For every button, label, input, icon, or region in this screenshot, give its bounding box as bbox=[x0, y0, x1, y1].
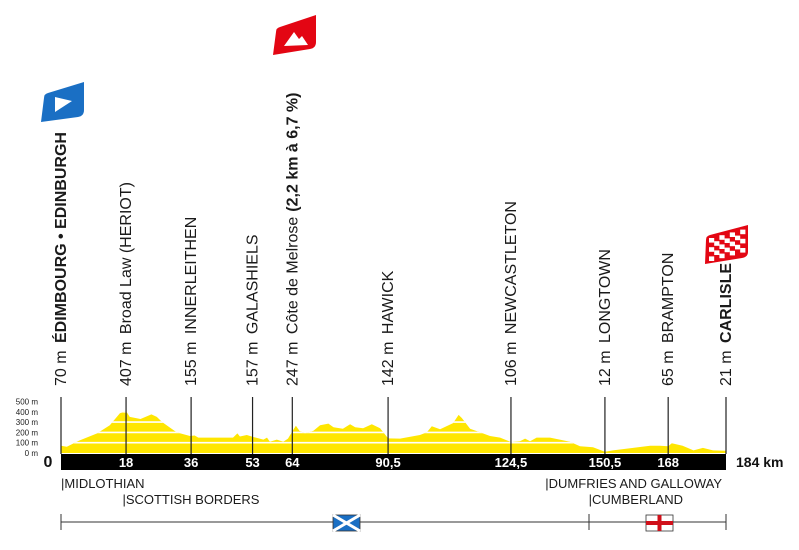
y-tick-label: 300 m bbox=[16, 418, 39, 427]
start-flag-icon bbox=[41, 82, 84, 122]
region-label: |SCOTTISH BORDERS bbox=[122, 492, 259, 507]
km-marker-lines bbox=[60, 397, 727, 454]
y-tick-label: 100 m bbox=[16, 439, 39, 448]
place-label: 155 m INNERLEITHEN bbox=[183, 217, 200, 386]
place-name: GALASHIELS bbox=[245, 234, 262, 334]
checker-square bbox=[724, 238, 730, 243]
place-label: 21 m CARLISLE bbox=[718, 263, 735, 386]
place-label: 142 m HAWICK bbox=[380, 270, 397, 386]
place-name: BRAMPTON bbox=[660, 253, 677, 343]
place-label: 70 m ÉDIMBOURG • EDINBURGH bbox=[51, 132, 70, 386]
checker-square bbox=[740, 238, 746, 244]
y-tick-label: 200 m bbox=[16, 428, 39, 437]
place-labels: 70 m ÉDIMBOURG • EDINBURGH 407 m Broad La… bbox=[51, 93, 735, 386]
checker-square bbox=[719, 235, 725, 240]
checker-square bbox=[735, 244, 741, 250]
place-label: 157 m GALASHIELS bbox=[245, 234, 262, 386]
place-name: ÉDIMBOURG • EDINBURGH bbox=[51, 132, 70, 343]
mountain-climb-icon bbox=[273, 15, 316, 55]
km-marker-label: 90,5 bbox=[375, 455, 400, 470]
place-name: LONGTOWN bbox=[597, 249, 614, 343]
region-label: |DUMFRIES AND GALLOWAY bbox=[545, 476, 722, 491]
place-name: INNERLEITHEN bbox=[183, 217, 200, 334]
km-marker-label: 36 bbox=[184, 455, 198, 470]
y-tick-label: 500 m bbox=[16, 398, 39, 407]
km-marker-label: 53 bbox=[245, 455, 259, 470]
y-tick-label: 400 m bbox=[16, 408, 39, 417]
place-label: 247 m Côte de Melrose (2,2 km à 6,7 %) bbox=[284, 93, 301, 386]
total-distance-label: 184 km bbox=[736, 454, 783, 470]
england-flag-icon bbox=[645, 514, 674, 532]
place-elevation: 12 m bbox=[597, 346, 614, 386]
place-label: 12 m LONGTOWN bbox=[597, 249, 614, 386]
place-name: CARLISLE bbox=[718, 263, 735, 343]
checker-square bbox=[709, 256, 715, 261]
distance-bar bbox=[61, 454, 726, 470]
place-elevation: 155 m bbox=[183, 337, 200, 386]
km-marker-label: 64 bbox=[285, 455, 300, 470]
place-label: 65 m BRAMPTON bbox=[660, 253, 677, 386]
checker-square bbox=[724, 247, 730, 253]
checker-square bbox=[740, 248, 746, 253]
checkered-finish-flag-icon bbox=[705, 225, 748, 264]
place-name: Broad Law (HERIOT) bbox=[118, 182, 135, 334]
climb-detail: (2,2 km à 6,7 %) bbox=[284, 93, 301, 212]
km-marker-label: 168 bbox=[657, 455, 679, 470]
checker-square bbox=[729, 232, 735, 237]
start-km-label: 0 bbox=[44, 454, 53, 471]
place-elevation: 247 m bbox=[284, 337, 301, 386]
checker-square bbox=[714, 250, 720, 255]
region-label: |MIDLOTHIAN bbox=[61, 476, 145, 491]
km-marker-label: 18 bbox=[119, 455, 133, 470]
checker-square bbox=[719, 244, 725, 249]
place-elevation: 157 m bbox=[245, 337, 262, 386]
checker-square bbox=[714, 241, 720, 246]
place-label: 407 m Broad Law (HERIOT) bbox=[118, 182, 135, 386]
checker-square bbox=[719, 253, 725, 259]
place-elevation: 65 m bbox=[660, 346, 677, 386]
place-elevation: 70 m bbox=[53, 346, 70, 386]
checker-square bbox=[729, 241, 735, 247]
place-elevation: 142 m bbox=[380, 337, 397, 386]
km-labels: 18 36 53 64 90,5 124,5 150,5 168 bbox=[119, 455, 679, 470]
scotland-flag-icon bbox=[332, 513, 361, 533]
km-marker-label: 150,5 bbox=[589, 455, 622, 470]
place-elevation: 407 m bbox=[118, 337, 135, 386]
y-tick-label: 0 m bbox=[25, 449, 39, 458]
checker-square bbox=[735, 235, 741, 241]
place-name: NEWCASTLETON bbox=[503, 201, 520, 334]
region-label: |CUMBERLAND bbox=[589, 492, 683, 507]
place-elevation: 106 m bbox=[503, 337, 520, 386]
checker-square bbox=[729, 250, 735, 256]
place-name: HAWICK bbox=[380, 270, 397, 334]
checker-square bbox=[740, 229, 746, 235]
country-line bbox=[60, 513, 727, 533]
checker-square bbox=[709, 238, 715, 243]
region-labels: |MIDLOTHIAN|SCOTTISH BORDERS |DUMFRIES AN… bbox=[61, 476, 722, 507]
place-elevation: 21 m bbox=[718, 346, 735, 386]
place-label: 106 m NEWCASTLETON bbox=[503, 201, 520, 386]
checker-square bbox=[709, 247, 715, 252]
place-name: Côte de Melrose bbox=[284, 217, 301, 334]
km-marker-label: 124,5 bbox=[495, 455, 528, 470]
